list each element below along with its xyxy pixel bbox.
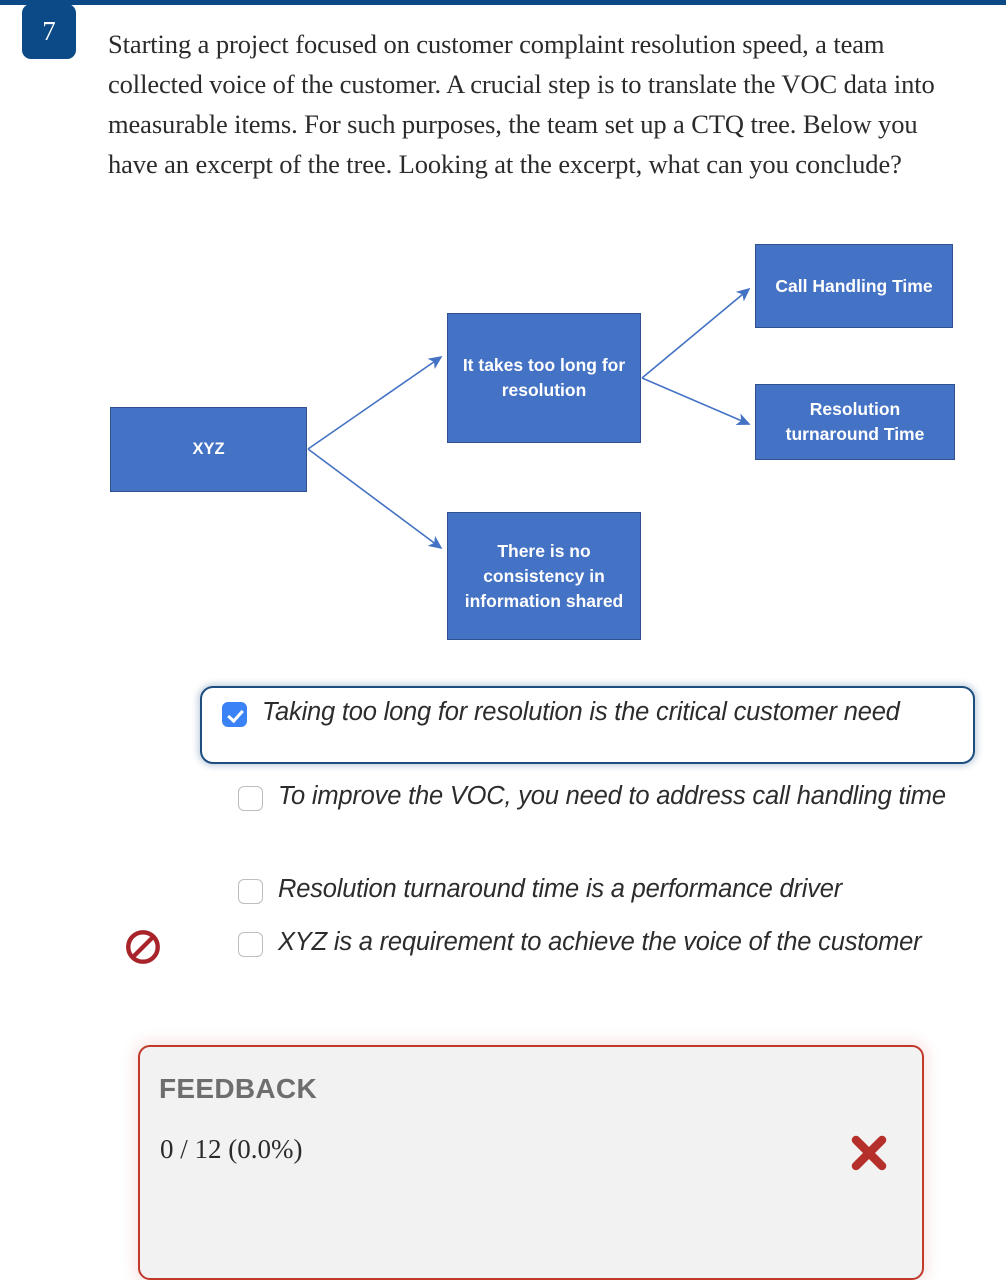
checkbox-unchecked-icon[interactable] [238,786,263,811]
ctq-node-root: XYZ [110,407,307,492]
feedback-panel: FEEDBACK 0 / 12 (0.0%) [138,1045,924,1280]
feedback-score: 0 / 12 (0.0%) [160,1134,303,1164]
question-number-badge: 7 [22,4,76,59]
ctq-tree-connectors [307,287,751,550]
x-mark-icon [851,1135,887,1171]
answer-option-3-label: Resolution turnaround time is a performa… [278,875,843,903]
top-accent-bar [0,0,1006,5]
checkbox-unchecked-icon[interactable] [238,879,263,904]
question-text: Starting a project focused on customer c… [108,29,935,179]
answer-option-3[interactable]: Resolution turnaround time is a performa… [238,870,983,908]
ctq-node-mid-top: It takes too long for resolution [447,313,641,443]
answer-option-2[interactable]: To improve the VOC, you need to address … [238,777,983,815]
answer-option-4[interactable]: XYZ is a requirement to achieve the voic… [238,923,983,961]
checkbox-unchecked-icon[interactable] [238,932,263,957]
answer-option-1[interactable]: Taking too long for resolution is the cr… [200,686,975,764]
ctq-node-leaf-bottom: Resolution turnaround Time [755,384,955,460]
feedback-title: FEEDBACK [159,1073,317,1104]
answer-option-2-label: To improve the VOC, you need to address … [278,782,946,810]
checkbox-checked-icon[interactable] [222,702,247,727]
answer-option-1-label: Taking too long for resolution is the cr… [262,698,900,726]
ctq-tree-diagram: XYZ It takes too long for resolution The… [0,236,1006,656]
answer-option-4-label: XYZ is a requirement to achieve the voic… [278,928,922,956]
ctq-node-mid-bottom: There is no consistency in information s… [447,512,641,640]
no-entry-icon [126,930,160,964]
ctq-node-leaf-top: Call Handling Time [755,244,953,328]
